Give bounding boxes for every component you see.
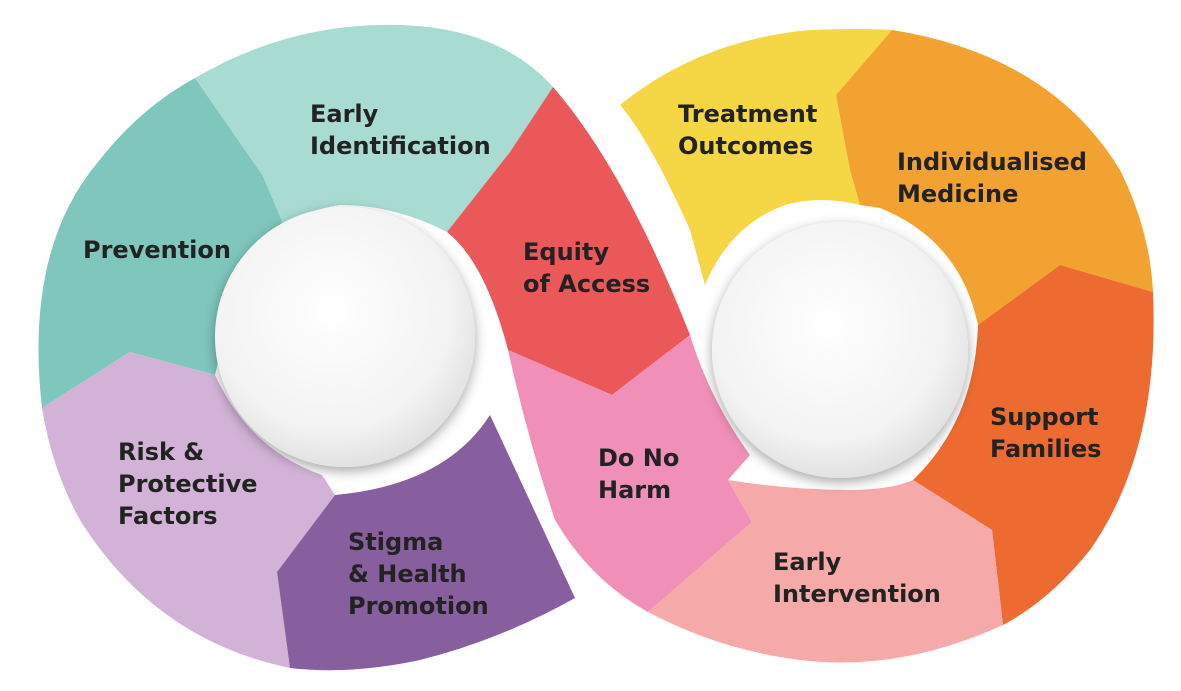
segment-individualised-medicine [836,30,1153,325]
label-line: Early [773,548,842,576]
segment-stigma-health-promotion [277,415,575,671]
label-equity-of-access: Equity of Access [523,238,650,298]
segment-equity-of-access [447,87,690,395]
label-line: Harm [598,476,671,504]
label-line: Early [310,100,379,128]
left-hub [215,207,475,467]
label-line: Outcomes [678,132,813,160]
segment-support-families [913,265,1154,625]
label-line: Families [990,435,1101,463]
segment-early-intervention [648,480,1003,663]
label-line: Identification [310,132,491,160]
label-prevention: Prevention [83,236,231,264]
label-line: Factors [118,502,218,530]
segment-early-identification [195,24,553,232]
label-line: Support [990,403,1099,431]
label-line: Stigma [348,528,443,556]
label-line: & Health [348,560,467,588]
label-line: Risk & [118,438,204,466]
label-line: Individualised [897,148,1087,176]
label-line: Equity [523,238,609,266]
label-line: Medicine [897,180,1018,208]
label-line: Do No [598,444,679,472]
label-do-no-harm: Do No Harm [598,444,679,504]
label-line: Intervention [773,580,941,608]
label-line: of Access [523,270,650,298]
segment-treatment-outcomes [620,29,892,285]
label-line: Protective [118,470,258,498]
right-hub [712,222,968,478]
label-line: Prevention [83,236,231,264]
segment-do-no-harm [508,335,752,612]
label-line: Treatment [678,100,817,128]
label-line: Promotion [348,592,489,620]
segment-risk-protective-factors [42,352,335,668]
